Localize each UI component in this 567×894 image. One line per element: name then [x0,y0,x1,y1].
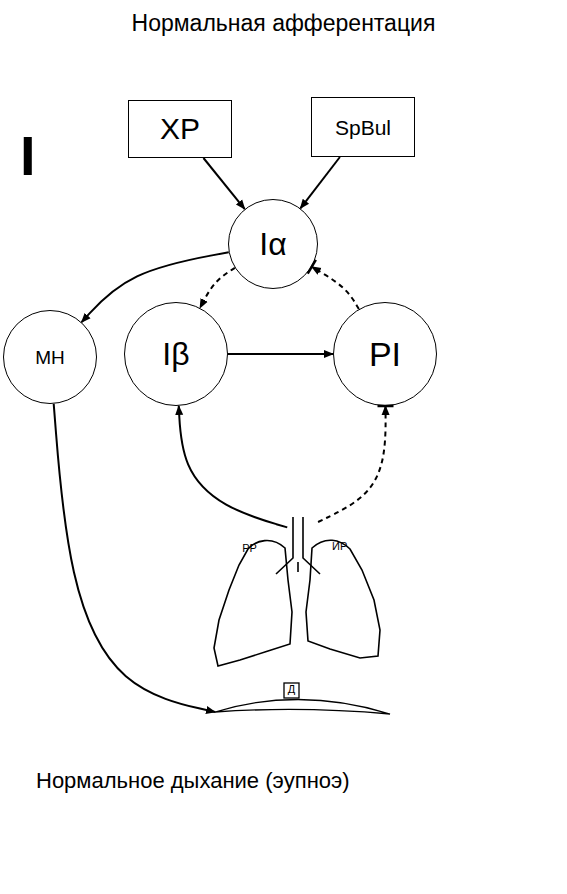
connector-arrow [300,157,339,208]
node-label: Д [284,684,299,695]
connector-arrow [54,404,215,712]
diaphragm-shape: Д [212,675,392,725]
section-numeral: I [20,128,36,184]
diaphragm-arc [215,699,390,714]
neuron-circle: Iβ [124,302,228,406]
node-label: ИР [332,541,347,552]
diaphragm-outline [212,675,392,725]
node-label: ХР [160,114,200,144]
sensor-box [284,683,299,698]
right-lung [306,540,380,658]
connector-arrow [312,267,359,309]
node-label: Iα [259,228,286,260]
node-label: МН [35,348,65,367]
left-lung [214,541,292,666]
connector-arrow [179,406,288,527]
diagram-title: Нормальная афферентация [0,10,567,37]
trachea [276,517,320,574]
node-label: SpBul [335,117,391,138]
lungs-outline [212,515,387,670]
lungs-shape: РР ИР [212,515,387,670]
neuron-circle: Iα [228,199,318,289]
connector-arrow [200,268,235,308]
receptor-box: SpBul [311,97,415,157]
diagram-caption: Нормальное дыхание (эупноэ) [36,768,350,794]
neuron-circle: МН [3,310,97,404]
node-label: PI [369,337,401,371]
neuron-circle: PI [333,302,437,406]
receptor-box: ХР [128,100,232,158]
inhibition-bar [308,260,316,274]
connector-arrow [203,158,244,209]
connector-arrow [82,252,229,322]
node-label: РР [242,543,257,554]
inhibition-bar [377,405,393,408]
connector-arrow [228,353,333,355]
node-label: Iβ [162,338,189,370]
connector-arrow [318,406,386,522]
